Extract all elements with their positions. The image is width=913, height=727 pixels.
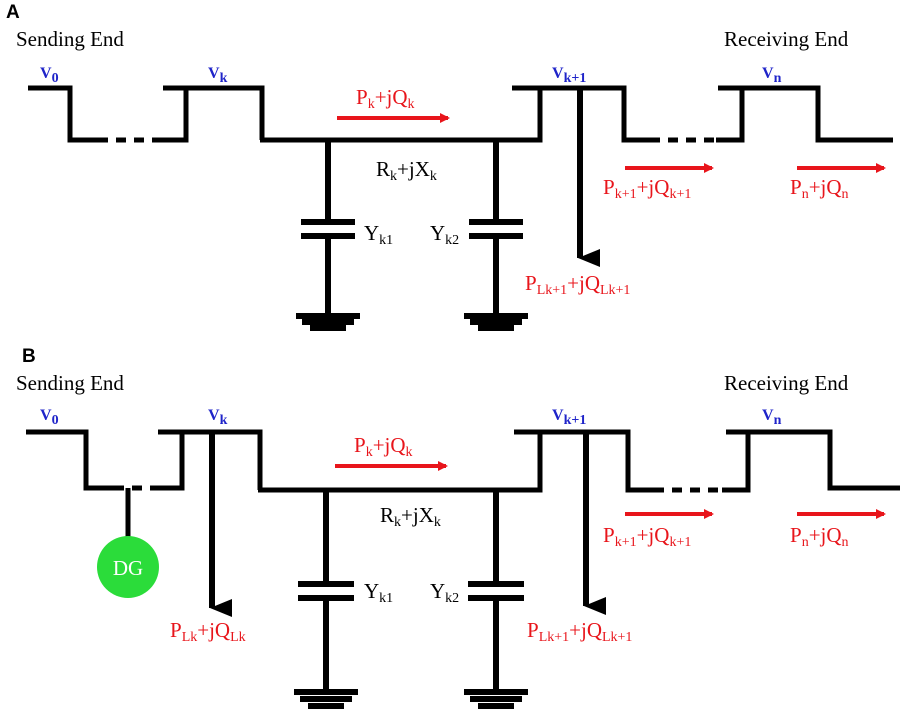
panel-b-dg: DG [97, 488, 159, 598]
panel-a-ground-yk2 [464, 313, 528, 331]
panel-a-vk-label: Vk [208, 65, 228, 86]
panel-a-bus-vk: Vk [163, 65, 265, 140]
panel-a-v0-label: V0 [40, 65, 59, 86]
panel-a-vk1-label: Vk+1 [552, 65, 586, 86]
panel-b-vn-label: Vn [762, 407, 782, 428]
panel-b-impedance-label: Rk+jXk [380, 503, 441, 530]
panel-b-label: B [22, 346, 36, 367]
panel-b-ground-yk2 [464, 689, 528, 709]
panel-a-flow-k-label: Pk+jQk [356, 85, 415, 112]
panel-b-v0-label: V0 [40, 407, 59, 428]
panel-a-line-segment [260, 88, 543, 143]
panel-b-sending-end: Sending End [16, 371, 124, 395]
panel-b-vk1-label: Vk+1 [552, 407, 586, 428]
panel-a-shunt-yk1 [296, 140, 360, 331]
panel-b-shunt-yk2 [464, 490, 528, 709]
panel-a-flow-k1-label: Pk+1+jQk+1 [603, 175, 691, 202]
panel-a-bus-vn: Vn [718, 65, 893, 143]
panel-b-bus-v0: V0 [26, 407, 185, 491]
panel-b-vk-label: Vk [208, 407, 228, 428]
panel-a-label: A [6, 2, 20, 23]
panel-a-bus-v0: V0 [28, 65, 189, 143]
panel-b-receiving-end: Receiving End [724, 371, 849, 395]
panel-b-yk2-label: Yk2 [430, 579, 459, 606]
panel-a-flow-n-label: Pn+jQn [790, 175, 849, 202]
panel-a-yk1-label: Yk1 [364, 221, 393, 248]
panel-a-impedance-label: Rk+jXk [376, 157, 437, 184]
panel-b-bus-vk1: Vk+1 [514, 407, 751, 493]
panel-a-bus-vk1: Vk+1 [512, 65, 745, 143]
panel-b-flow-n-label: Pn+jQn [790, 523, 849, 550]
panel-a-vn-label: Vn [762, 65, 782, 86]
panel-a-sending-end: Sending End [16, 27, 124, 51]
panel-a-ground-yk1 [296, 313, 360, 331]
panel-b-load-k-label: PLk+jQLk [170, 618, 246, 645]
panel-b-ground-yk1 [294, 689, 358, 709]
panel-b-shunt-yk1 [294, 490, 358, 709]
panel-b-dg-circle [97, 536, 159, 598]
panel-a-receiving-end: Receiving End [724, 27, 849, 51]
panel-b-line-segment [258, 432, 543, 493]
panel-a-load-k1-label: PLk+1+jQLk+1 [525, 271, 630, 298]
panel-a-yk2-label: Yk2 [430, 221, 459, 248]
panel-b-flow-k-label: Pk+jQk [354, 433, 413, 460]
panel-b-bus-vn: Vn [726, 407, 900, 491]
panel-b: B Sending End Receiving End V0 DG Vk [16, 346, 900, 709]
panel-b-load-k1-label: PLk+1+jQLk+1 [527, 618, 632, 645]
panel-a: A Sending End Receiving End V0 Vk Vk+1 V… [6, 2, 893, 331]
panel-a-shunt-yk2 [464, 140, 528, 331]
panel-b-flow-k1-label: Pk+1+jQk+1 [603, 523, 691, 550]
panel-b-dg-label: DG [113, 556, 143, 580]
panel-b-yk1-label: Yk1 [364, 579, 393, 606]
panel-b-bus-vk: Vk [158, 407, 263, 490]
